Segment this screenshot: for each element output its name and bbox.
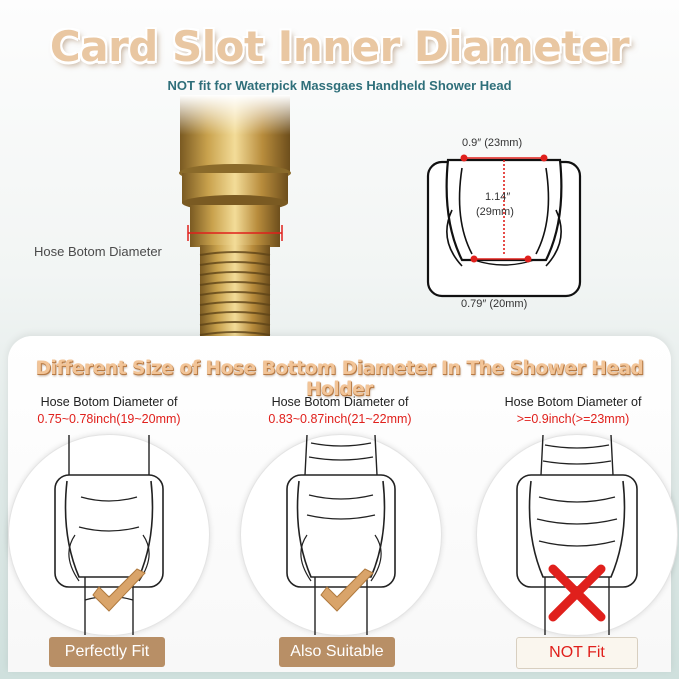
fit-illustration-3 — [476, 434, 678, 636]
comparison-heading: Different Size of Hose Bottom Diameter I… — [35, 358, 644, 400]
holder-top-width-label: 0.9″ (23mm) — [462, 137, 523, 149]
column-3-title: Hose Botom Diameter of — [504, 395, 642, 409]
check-mark-icon — [92, 568, 146, 612]
check-mark-icon — [320, 568, 374, 612]
column-1-range: 0.75~0.78inch(19~20mm) — [37, 412, 181, 426]
page-title: Card Slot Inner Diameter — [49, 22, 630, 71]
cross-mark-icon — [548, 564, 606, 622]
holder-dimension-diagram — [426, 154, 582, 298]
holder-height-value-label: 1.14″ — [485, 191, 511, 203]
column-2-range: 0.83~0.87inch(21~22mm) — [268, 412, 412, 426]
column-3-range: >=0.9inch(>=23mm) — [516, 412, 630, 426]
fit-illustration-2 — [240, 434, 442, 636]
page-subtitle: NOT fit for Waterpick Massgaes Handheld … — [167, 78, 512, 93]
hose-bottom-diameter-label: Hose Botom Diameter — [34, 244, 162, 259]
fit-illustration-1 — [8, 434, 210, 636]
column-1-title: Hose Botom Diameter of — [40, 395, 178, 409]
holder-bottom-width-label: 0.79″ (20mm) — [461, 298, 528, 310]
gold-hose-image — [179, 95, 291, 340]
result-badge-not-fit: NOT Fit — [516, 637, 638, 669]
result-badge-perfectly-fit: Perfectly Fit — [49, 637, 165, 667]
holder-height-mm-label: (29mm) — [476, 206, 514, 218]
column-2-title: Hose Botom Diameter of — [271, 395, 409, 409]
result-badge-also-suitable: Also Suitable — [279, 637, 395, 667]
